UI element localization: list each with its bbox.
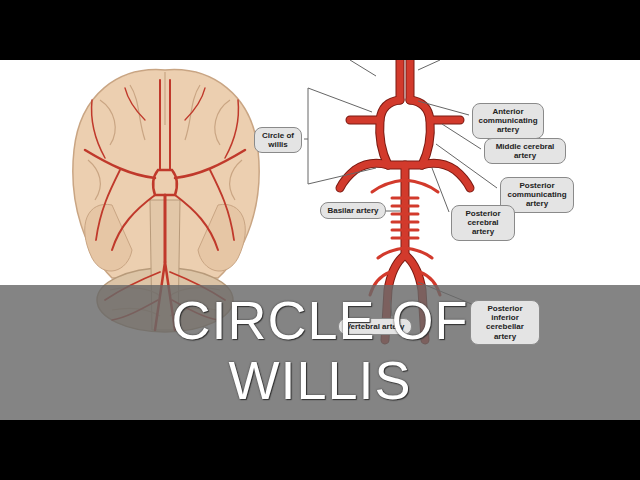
artery-label: Middle cerebral artery (489, 142, 561, 160)
label-box: Middle cerebral artery (484, 138, 566, 164)
artery-label: Anterior communicating artery (477, 107, 539, 135)
label-box: Posterior inferior cerebellar artery (470, 300, 540, 345)
leader-lines (304, 60, 497, 316)
label-box: Anterior communicating artery (472, 103, 544, 139)
artery-label: Circle of willis (259, 131, 297, 149)
label-box: Posterior cerebral artery (451, 205, 515, 241)
title: CIRCLE OF WILLIS (155, 290, 485, 410)
label-box: Circle of willis (254, 127, 302, 153)
artery-label: Basilar artery (325, 206, 381, 215)
artery-label: Posterior communicating artery (505, 181, 569, 209)
title-band (0, 285, 640, 420)
title-band-text: CIRCLE OF WILLIS (120, 290, 520, 410)
artery-label: Posterior cerebral artery (456, 209, 510, 237)
artery-label: Posterior inferior cerebellar artery (475, 304, 535, 341)
label-box: Basilar artery (320, 202, 386, 219)
